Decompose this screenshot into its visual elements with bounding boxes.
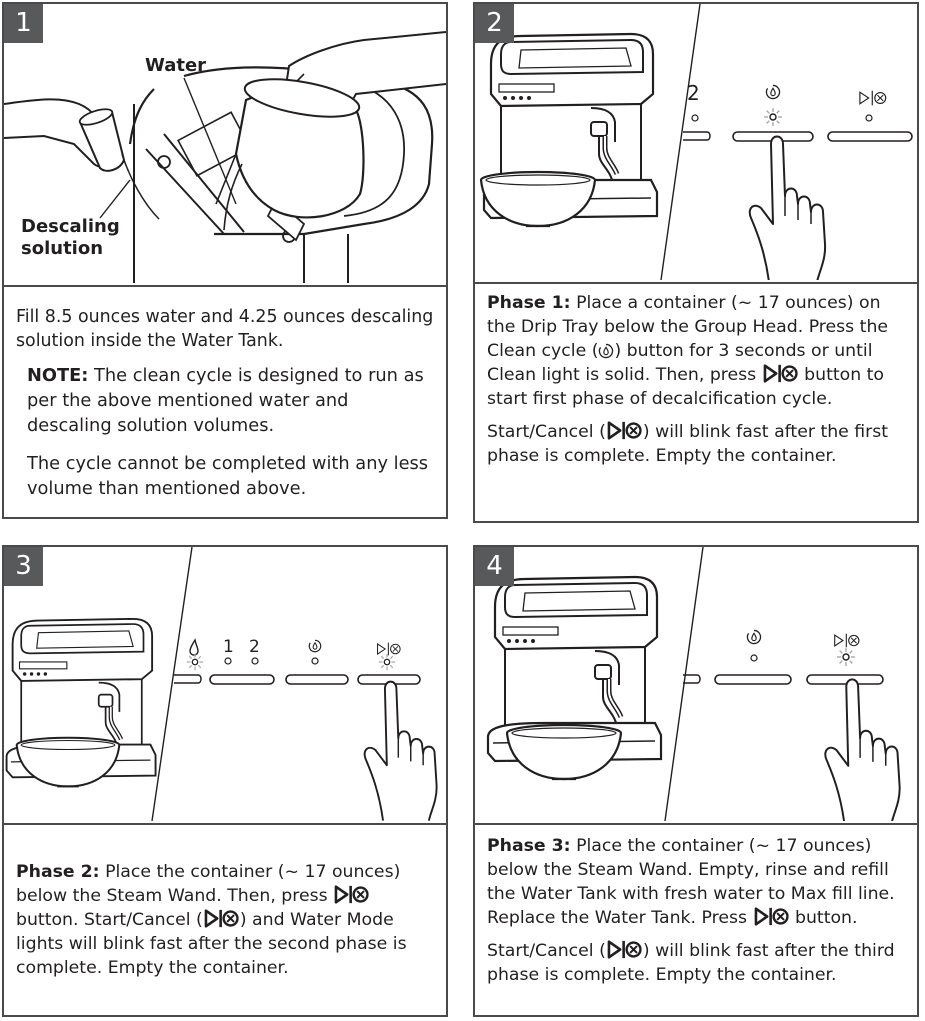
clean-cycle-icon <box>765 84 781 100</box>
step-1-panel: 1 Water Descaling solution Fill 8.5 ounc… <box>2 2 448 519</box>
note-text: The clean cycle is designed to run as pe… <box>27 365 424 436</box>
note-paragraph: NOTE: The clean cycle is designed to run… <box>16 363 436 438</box>
step-1-illustration: 1 Water Descaling solution <box>4 4 446 287</box>
step-3-instructions: Phase 2: Place the container (~ 17 ounce… <box>4 823 446 1015</box>
step-number: 1 <box>4 4 43 43</box>
step-3-panel: 3 1 2 Phase 2: Place the container (~ 17… <box>2 545 448 1017</box>
pressing-hand-icon <box>363 680 438 821</box>
volume-note: The cycle cannot be completed with any l… <box>27 453 429 499</box>
mode-2-label: 2 <box>249 637 260 657</box>
start-cancel-icon <box>834 633 860 648</box>
phase-1-paragraph: Phase 1: Place a container (~ 17 ounces)… <box>487 293 889 409</box>
step-number: 3 <box>4 547 43 586</box>
clean-cycle-icon <box>308 639 322 653</box>
water-callout: Water <box>145 55 207 76</box>
step-2-instructions: Phase 1: Place a container (~ 17 ounces)… <box>475 282 917 521</box>
start-cancel-icon <box>606 940 643 959</box>
water-drop-icon <box>189 638 199 656</box>
start-cancel-icon <box>606 421 643 440</box>
clean-cycle-icon <box>746 629 762 645</box>
phase-3-paragraph: Phase 3: Place the container (~ 17 ounce… <box>487 836 895 928</box>
start-cancel-icon <box>753 907 790 926</box>
step-3-illustration: 3 1 2 <box>4 547 446 825</box>
start-cancel-icon <box>377 642 401 656</box>
start-cancel-note: Start/Cancel () will blink fast after th… <box>487 421 889 466</box>
start-cancel-note: Start/Cancel () will blink fast after th… <box>487 940 895 985</box>
clean-cycle-icon <box>598 343 614 359</box>
step-4-instructions: Phase 3: Place the container (~ 17 ounce… <box>475 823 917 1015</box>
step-4-panel: 4 Phase 3: Place the container (~ 17 oun… <box>473 545 919 1017</box>
step-4-illustration: 4 <box>475 547 917 825</box>
start-cancel-icon <box>203 909 240 928</box>
step-number: 4 <box>475 547 514 586</box>
descaling-callout: Descaling solution <box>21 216 120 259</box>
phase-label: Phase 3: <box>487 836 571 856</box>
step-2-panel: 2 2 Phase 1: Place a container (~ 17 oun… <box>473 2 919 523</box>
mode-2-label: 2 <box>687 81 700 105</box>
start-cancel-icon <box>859 90 887 106</box>
step-number: 2 <box>475 4 514 43</box>
step-1-instructions: Fill 8.5 ounces water and 4.25 ounces de… <box>4 285 446 517</box>
start-cancel-icon <box>762 364 799 383</box>
pouring-hands-icon <box>4 31 446 283</box>
pressing-hand-icon <box>824 678 901 821</box>
pressing-hand-icon <box>748 135 827 280</box>
phase-2-paragraph: Phase 2: Place the container (~ 17 ounce… <box>16 862 407 978</box>
note-label: NOTE: <box>27 365 89 386</box>
fill-instruction: Fill 8.5 ounces water and 4.25 ounces de… <box>16 307 434 351</box>
phase-label: Phase 2: <box>16 862 100 882</box>
mode-1-label: 1 <box>223 637 234 657</box>
step-2-illustration: 2 2 <box>475 4 917 284</box>
start-cancel-icon <box>333 885 370 904</box>
phase-label: Phase 1: <box>487 293 571 313</box>
